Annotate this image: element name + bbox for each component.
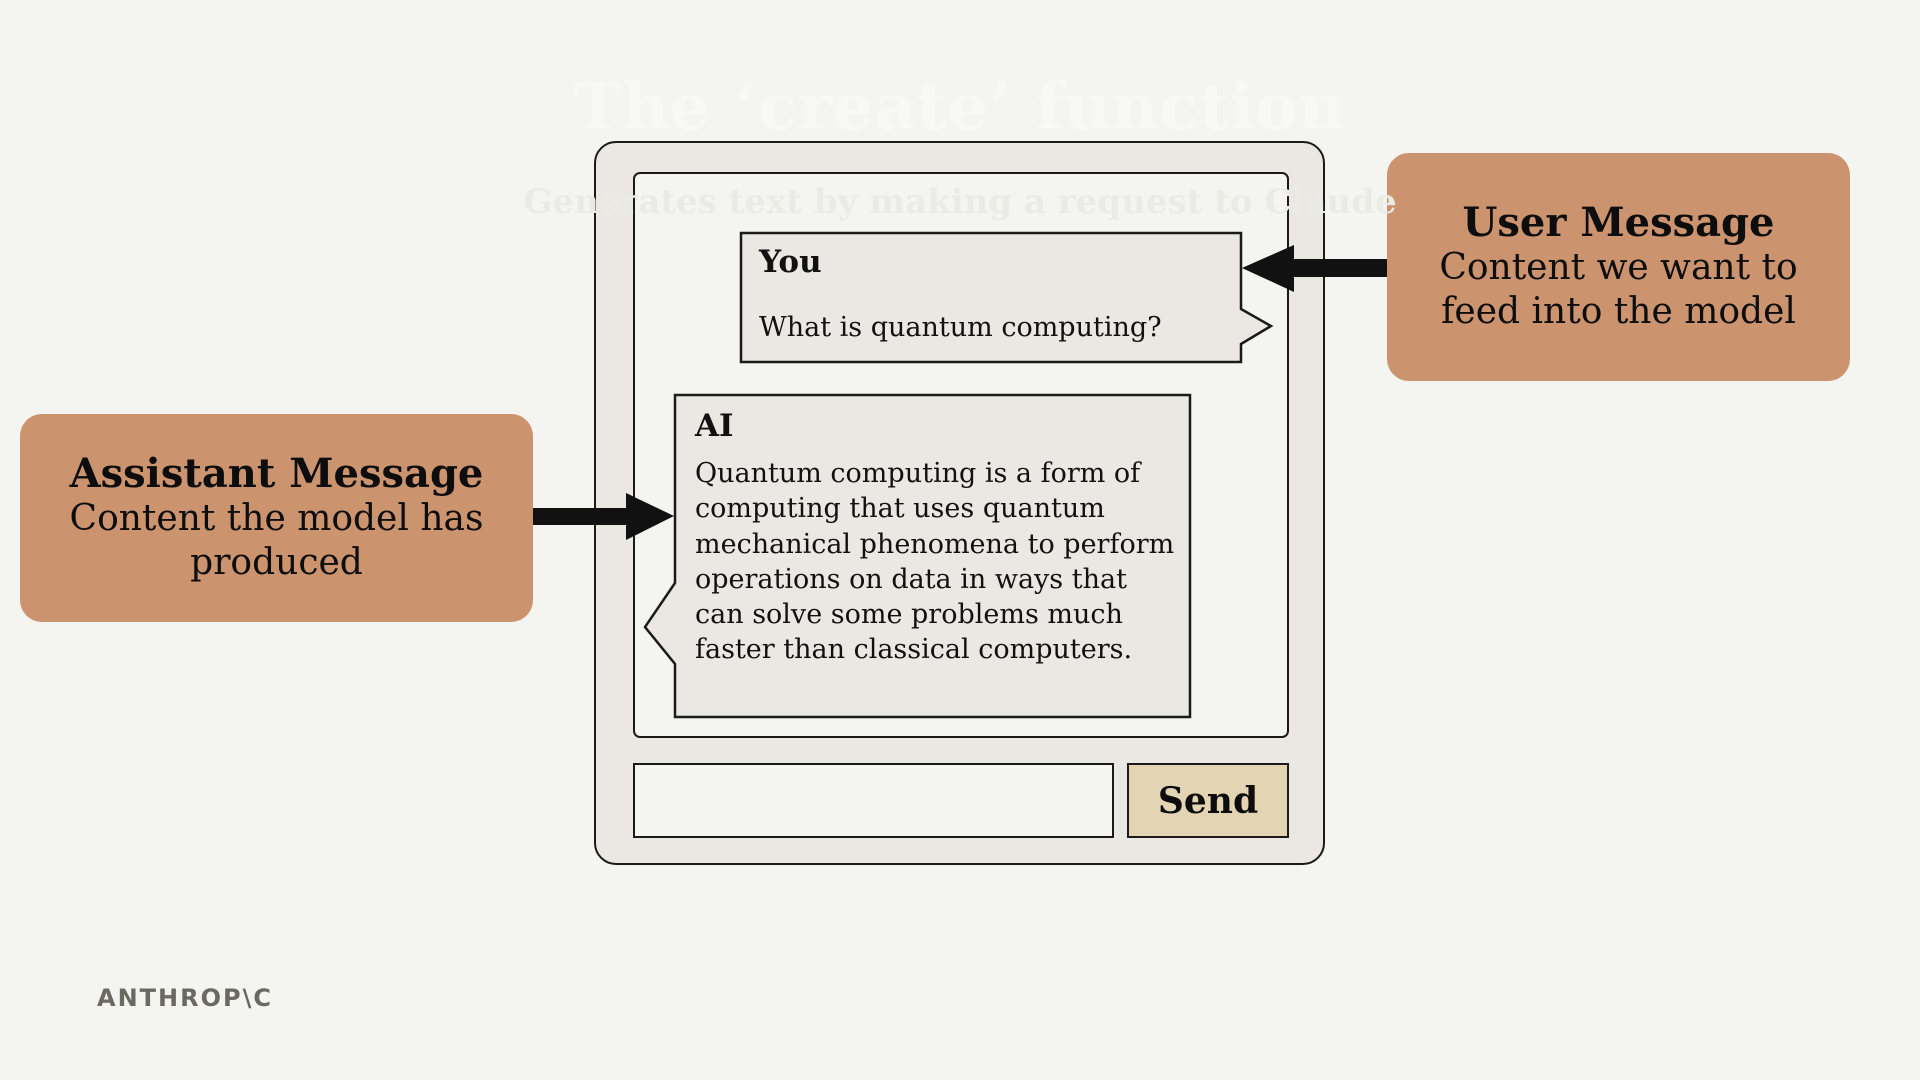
ghost-slide-title: The ‘create’ function xyxy=(573,70,1347,145)
assistant-bubble-role-label: AI xyxy=(695,408,734,444)
send-button-label: Send xyxy=(1157,779,1259,822)
assistant-bubble-text: Quantum computing is a form of computing… xyxy=(695,458,1175,666)
user-callout-body: Content we want to feed into the model xyxy=(1439,247,1798,332)
assistant-message-callout: Assistant Message Content the model has … xyxy=(20,414,533,622)
send-button[interactable]: Send xyxy=(1127,763,1289,838)
message-input[interactable] xyxy=(633,763,1114,838)
user-message-callout: User Message Content we want to feed int… xyxy=(1387,153,1850,381)
user-bubble-role-label: You xyxy=(759,244,822,280)
ghost-slide-subtitle: Generates text by making a request to Cl… xyxy=(523,182,1397,222)
assistant-callout-body: Content the model has produced xyxy=(69,498,484,583)
assistant-callout-title: Assistant Message xyxy=(69,450,484,497)
user-bubble-text: What is quantum computing? xyxy=(759,312,1162,343)
user-callout-title: User Message xyxy=(1462,199,1775,246)
anthropic-logo: ANTHROP\C xyxy=(97,984,273,1012)
